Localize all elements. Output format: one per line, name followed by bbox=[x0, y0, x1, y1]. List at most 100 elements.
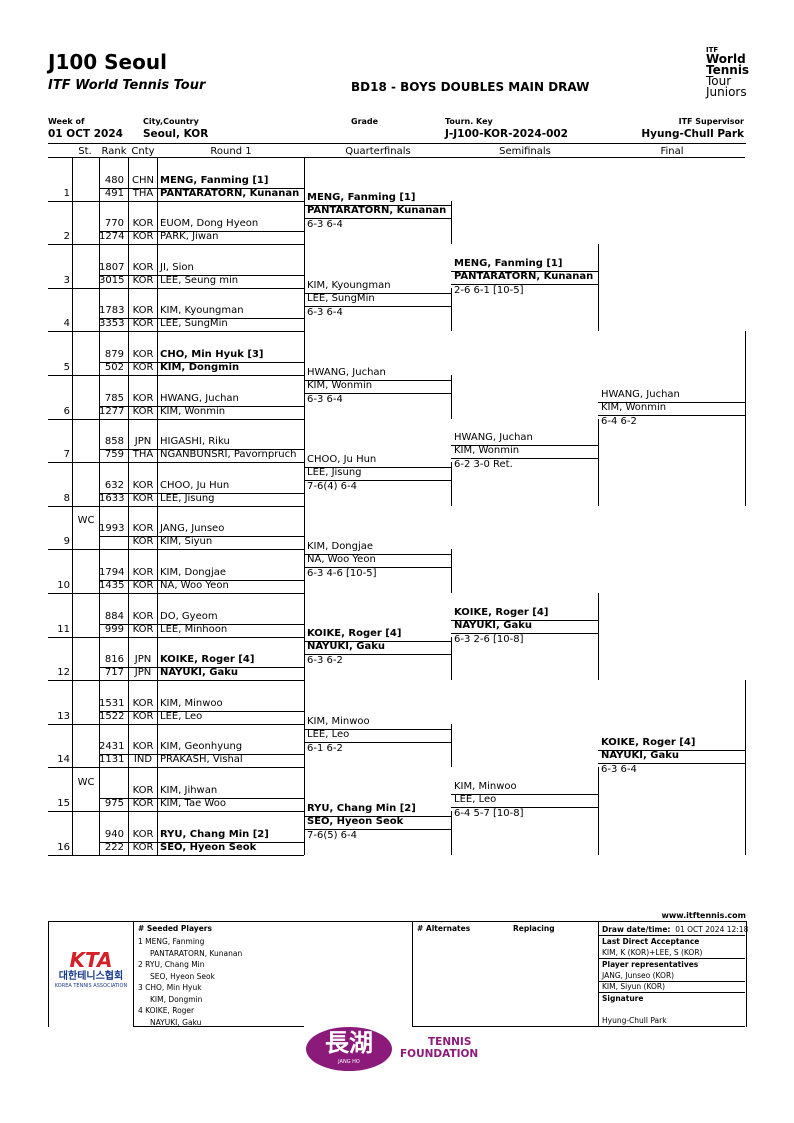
country: KOR bbox=[132, 828, 154, 840]
score: 6-3 6-4 bbox=[601, 764, 637, 776]
winner-line bbox=[304, 305, 451, 307]
draw-line bbox=[99, 492, 304, 494]
country: KOR bbox=[132, 392, 154, 404]
draw-position: 7 bbox=[63, 449, 70, 461]
footer-rule bbox=[133, 1026, 304, 1027]
draw-position: 12 bbox=[57, 667, 70, 679]
draw-line bbox=[48, 375, 304, 376]
draw-line bbox=[99, 798, 304, 799]
draw-line bbox=[48, 331, 304, 333]
bracket-connector bbox=[598, 593, 599, 681]
bracket-connector bbox=[451, 636, 452, 681]
rank: 1277 bbox=[99, 405, 125, 417]
seeded-player: SEO, Hyeon Seok bbox=[150, 971, 215, 981]
page-title: J100 Seoul bbox=[48, 50, 167, 74]
player-name: LEE, Jisung bbox=[160, 492, 215, 504]
week-value: 01 OCT 2024 bbox=[48, 128, 123, 140]
rank: 770 bbox=[104, 218, 124, 230]
rank: 884 bbox=[104, 610, 124, 622]
draw-line bbox=[48, 287, 304, 289]
score: 6-1 6-2 bbox=[307, 742, 343, 754]
winner-line bbox=[304, 828, 451, 830]
score: 6-4 5-7 [10-8] bbox=[454, 808, 524, 819]
seeded-player: 4 KOIKE, Roger bbox=[138, 1006, 195, 1015]
tourn-key-value: J-J100-KOR-2024-002 bbox=[445, 128, 568, 140]
winner-line bbox=[598, 401, 745, 403]
country: KOR bbox=[132, 798, 154, 809]
wtt-logo: ITF World Tennis Tour Juniors bbox=[706, 46, 756, 98]
draw-line bbox=[48, 811, 304, 812]
player-name: PRAKASH, Vishal bbox=[160, 754, 243, 766]
score: 7-6(5) 6-4 bbox=[307, 829, 358, 841]
player-name: CHOO, Ju Hun bbox=[160, 479, 230, 491]
player-name: KIM, Jihwan bbox=[160, 785, 218, 796]
rank: 1633 bbox=[99, 492, 125, 504]
draw-position: 8 bbox=[63, 492, 70, 504]
draw-position: 16 bbox=[57, 841, 70, 853]
player-name: KOIKE, Roger [4] bbox=[160, 654, 255, 666]
winner-line bbox=[304, 218, 451, 220]
footer-rule bbox=[412, 1026, 598, 1027]
country: KOR bbox=[132, 305, 154, 317]
wtt-logo-world: World bbox=[706, 52, 746, 66]
winner-line bbox=[304, 554, 451, 556]
player-name: KIM, Dongmin bbox=[160, 362, 240, 373]
country: KOR bbox=[132, 610, 154, 622]
draw-position: 10 bbox=[57, 580, 70, 591]
draw-datetime: Draw date/time: 01 OCT 2024 12:18 bbox=[602, 924, 748, 936]
rank: 1522 bbox=[99, 710, 125, 722]
player-name: KIM, Dongjae bbox=[160, 567, 227, 578]
rank: 1783 bbox=[99, 305, 125, 317]
draw-line bbox=[99, 536, 304, 538]
country: KOR bbox=[132, 231, 154, 243]
player-name: PANTARATORN, Kunanan bbox=[160, 187, 300, 199]
sponsor-chinese: 長湖 bbox=[325, 1028, 373, 1057]
country: KOR bbox=[132, 405, 154, 417]
player-name: LEE, Minhoon bbox=[160, 623, 228, 635]
country: KOR bbox=[132, 492, 154, 504]
rank: 785 bbox=[104, 392, 124, 404]
kta-korean: 대한테니스협회 bbox=[58, 971, 124, 982]
country: KOR bbox=[132, 623, 154, 635]
draw-line bbox=[48, 593, 304, 594]
country: KOR bbox=[132, 318, 154, 330]
draw-line bbox=[48, 723, 304, 725]
country: KOR bbox=[132, 523, 154, 535]
winner-name: HWANG, Juchan bbox=[601, 388, 680, 400]
bracket-connector bbox=[745, 331, 746, 506]
player-name: NGANBUNSRI, Pavornpruch bbox=[160, 449, 297, 461]
winner-line bbox=[451, 283, 598, 285]
seeded-player: 1 MENG, Fanming bbox=[138, 937, 205, 946]
seeded-player: NAYUKI, Gaku bbox=[150, 1017, 202, 1027]
player-name: NA, Woo Yeon bbox=[160, 580, 229, 591]
player-name: KIM, Wonmin bbox=[160, 405, 226, 417]
draw-line bbox=[99, 667, 304, 669]
city-value: Seoul, KOR bbox=[143, 128, 209, 140]
player-name: KIM, Siyun bbox=[160, 536, 213, 548]
footer-rule bbox=[598, 1026, 745, 1027]
draw-position: 4 bbox=[63, 318, 70, 330]
footer-divider bbox=[133, 921, 134, 1026]
bracket-connector bbox=[451, 811, 452, 855]
draw-line bbox=[48, 244, 304, 246]
winner-line bbox=[304, 654, 451, 656]
col-cnty: Cnty bbox=[131, 146, 155, 157]
draw-position: 6 bbox=[63, 405, 70, 417]
country: THA bbox=[132, 187, 154, 199]
kta-logo: KTA 대한테니스협회 KOREA TENNIS ASSOCIATION bbox=[52, 950, 130, 990]
score: 6-4 6-2 bbox=[601, 415, 637, 427]
rank: 1993 bbox=[99, 523, 125, 535]
winner-line bbox=[451, 632, 598, 634]
player-name: KIM, Tae Woo bbox=[160, 798, 226, 809]
winner-name: SEO, Hyeon Seok bbox=[307, 815, 404, 827]
draw-position: 5 bbox=[63, 362, 70, 373]
signature-value: Hyung-Chull Park bbox=[602, 1016, 667, 1025]
status: WC bbox=[77, 777, 95, 788]
winner-name: LEE, Leo bbox=[454, 794, 497, 805]
winner-name: NAYUKI, Gaku bbox=[307, 641, 385, 653]
winner-name: KOIKE, Roger [4] bbox=[454, 606, 549, 618]
bracket-connector bbox=[451, 200, 452, 245]
draw-line bbox=[99, 710, 304, 712]
sponsor-logo: 長湖 JANG HO bbox=[306, 1027, 392, 1071]
winner-name: KOIKE, Roger [4] bbox=[307, 628, 402, 640]
